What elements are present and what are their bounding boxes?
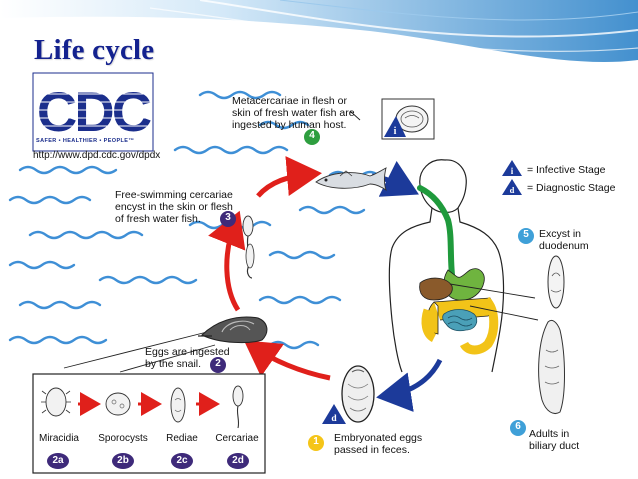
metacercaria-inset: i — [381, 98, 435, 140]
svg-text:d: d — [331, 414, 337, 424]
stage-2c-badge — [171, 453, 193, 469]
stage-3-line-1: Free-swimming cercariae — [115, 189, 233, 201]
excysted-larva-illustration — [547, 255, 565, 309]
cdc-logo: CDC — [32, 72, 154, 152]
stage-1-number: 1 — [313, 436, 319, 447]
stage-5-number: 5 — [523, 229, 529, 240]
adult-fluke-illustration — [538, 319, 565, 414]
larval-stages-inset — [32, 373, 266, 474]
inset-badge-2c: 2c — [176, 455, 188, 466]
digestive-organs — [417, 185, 499, 355]
svg-text:CDC: CDC — [37, 80, 151, 143]
stage-5-badge — [518, 228, 534, 244]
inset-badge-2d: 2d — [232, 455, 244, 466]
stage-1-text: Embryonated eggs passed in feces. — [334, 432, 422, 456]
stage-2-line-2: by the snail. — [145, 358, 202, 370]
stage-6-line-2: biliary duct — [529, 440, 580, 452]
stage-6-badge — [510, 420, 526, 436]
inset-label-miracidia: Miracidia — [38, 433, 79, 444]
stage-2-number: 2 — [215, 358, 221, 369]
svg-text:i: i — [511, 166, 514, 176]
stage-4-line-1: Metacercariae in flesh or — [232, 95, 347, 107]
stage-badges — [47, 129, 534, 469]
legend-icons: i d — [502, 160, 522, 195]
inset-badge-2b: 2b — [117, 455, 129, 466]
stage-1-line-1: Embryonated eggs — [334, 432, 423, 444]
stage-4-text: Metacercariae in flesh or skin of fresh … — [232, 95, 355, 131]
inset-label-sporocysts: Sporocysts — [98, 433, 148, 444]
cdc-tagline: SAFER • HEALTHIER • PEOPLE™ — [36, 138, 135, 144]
stage-2-text: Eggs are ingested by the snail. — [145, 346, 230, 370]
legend-infective: = Infective Stage — [527, 164, 606, 176]
stage-1-line-2: passed in feces. — [334, 444, 410, 456]
stage-4-line-2: skin of fresh water fish are — [232, 107, 355, 119]
human-body-outline — [388, 159, 505, 373]
stage-2-line-1: Eggs are ingested — [145, 346, 230, 358]
legend-diagnostic: = Diagnostic Stage — [527, 182, 616, 194]
stage-4-number: 4 — [309, 130, 315, 141]
inset-badge-2a: 2a — [52, 455, 64, 466]
stage-6-text: Adults in biliary duct — [529, 428, 579, 452]
header-swoosh — [0, 0, 638, 63]
stage-3-line-3: of fresh water fish. — [115, 213, 201, 225]
svg-text:i: i — [394, 126, 397, 137]
cercaria-illustration — [242, 215, 255, 279]
stage-3-line-2: encyst in the skin or flesh — [115, 201, 233, 213]
stage-3-badge — [220, 211, 236, 227]
stage-1-badge — [308, 435, 324, 451]
stage-2-badge — [210, 357, 226, 373]
stage-4-badge — [304, 129, 320, 145]
stage-5-text: Excyst in duodenum — [539, 228, 589, 252]
stage-5-line-1: Excyst in — [539, 228, 582, 240]
stage-5-line-2: duodenum — [539, 240, 589, 252]
stage-6-line-1: Adults in — [529, 428, 570, 440]
pointer-lines — [63, 110, 539, 373]
stage-3-text: Free-swimming cercariae encyst in the sk… — [115, 189, 233, 225]
egg-illustration: d — [322, 365, 375, 424]
stage-2a-badge — [47, 453, 69, 469]
cycle-arrows — [208, 156, 443, 412]
water-waves — [8, 90, 380, 350]
stage-4-line-3: ingested by human host. — [232, 119, 347, 131]
inset-label-rediae: Rediae — [166, 433, 198, 444]
inset-label-cercariae: Cercariae — [215, 433, 259, 444]
svg-text:d: d — [510, 185, 515, 195]
stage-6-number: 6 — [515, 421, 521, 432]
cdc-url: http://www.dpd.cdc.gov/dpdx — [33, 150, 161, 161]
stage-2d-badge — [227, 453, 249, 469]
snail-illustration — [198, 316, 268, 344]
stage-2b-badge — [112, 453, 134, 469]
slide-title: Life cycle — [34, 34, 155, 66]
stage-3-number: 3 — [225, 212, 231, 223]
fish-illustration — [315, 167, 387, 192]
